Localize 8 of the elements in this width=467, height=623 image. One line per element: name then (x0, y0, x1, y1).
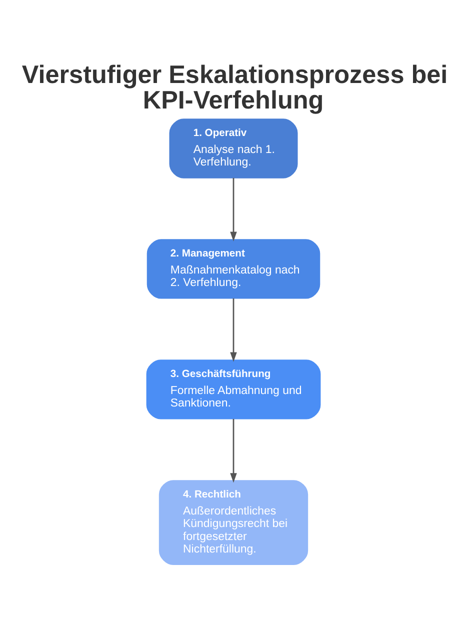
node-box: 4. Rechtlich Außerordentliches Kündigungsrecht bei fortgesetzter Nichterfüllung. (158, 480, 308, 564)
diagram-title: Vierstufiger Eskalationsprozess bei KPI-Verfehlung (22, 60, 448, 114)
arrow (230, 418, 237, 482)
node-box: 2. Management Maßnahmenkatalog nach 2. Verfehlung. (146, 238, 320, 298)
arrow (230, 298, 237, 362)
arrow (230, 177, 237, 241)
node-box: 1. Operativ Analyse nach 1. Verfehlung. (169, 118, 298, 178)
node-box: 3. Geschäftsführung Formelle Abmahnung und Sanktionen. (146, 359, 321, 419)
